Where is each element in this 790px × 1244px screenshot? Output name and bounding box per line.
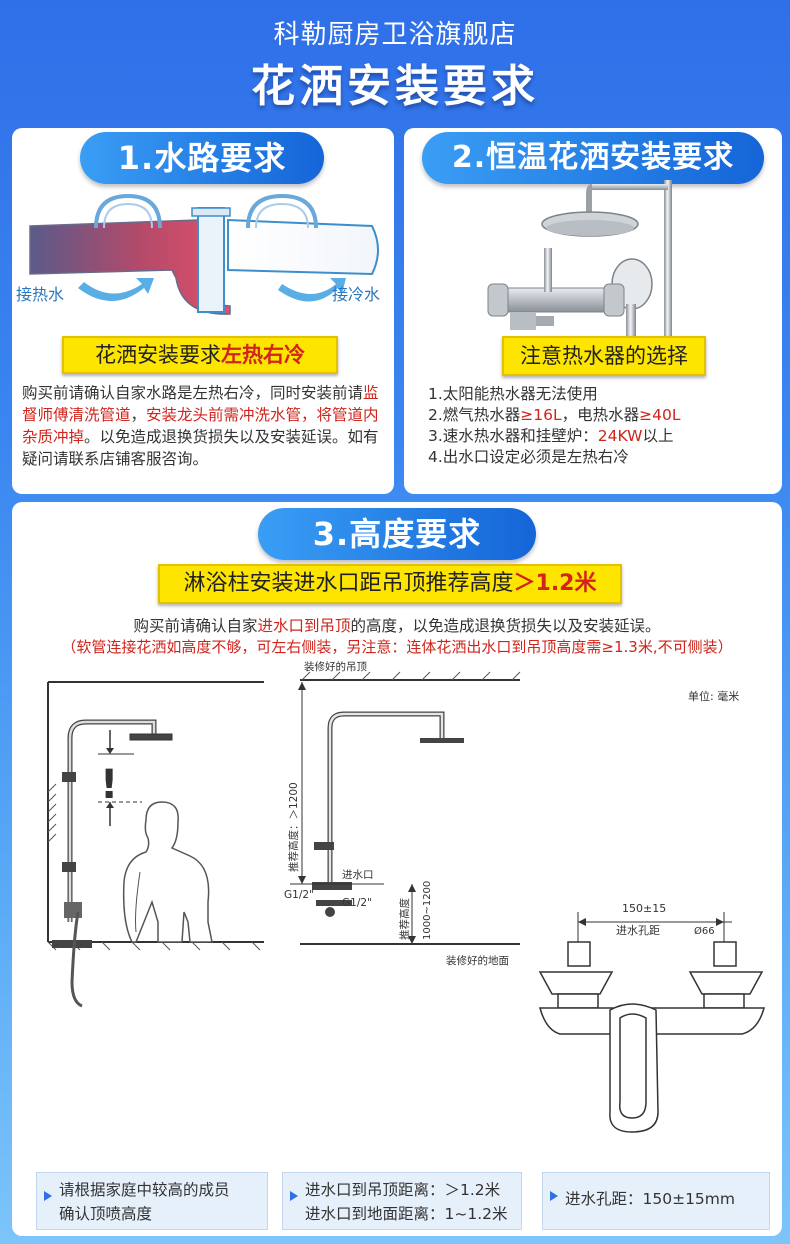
section2-highlight: 注意热水器的选择	[502, 336, 706, 376]
page-title: 花洒安装要求	[251, 61, 539, 112]
section2-title: 2.恒温花洒安装要求	[422, 132, 764, 184]
unit-label: 单位: 毫米	[688, 689, 739, 703]
item-text: 2.燃气热水器	[428, 406, 521, 424]
desc-red: 监督师傅清洗管道	[22, 384, 379, 424]
section1-highlight-red: 左热右冷	[221, 343, 305, 367]
distance-value: 150±15	[622, 902, 666, 915]
cold-arc	[246, 193, 318, 229]
floor-label: 装修好的地面	[446, 954, 509, 967]
list-item: 4.出水口设定必须是左热右冷	[428, 448, 629, 466]
section1-title: 1.水路要求	[80, 132, 324, 184]
person-silhouette	[122, 801, 213, 943]
item-text: 以上	[642, 427, 674, 445]
desc-text: 购买前请确认自家	[133, 617, 258, 635]
list-item: 1.太阳能热水器无法使用	[428, 385, 598, 403]
store-name: 科勒厨房卫浴旗舰店	[273, 20, 517, 50]
g-right-label: G1/2"	[342, 897, 372, 909]
heater-requirements-list: 1.太阳能热水器无法使用 2.燃气热水器≥16L，电热水器≥40L 3.速水热水…	[428, 384, 768, 468]
note-text: 请根据家庭中较高的成员	[59, 1181, 230, 1199]
mixer-body	[538, 941, 765, 1133]
list-item: 2.燃气热水器≥16L，电热水器≥40L	[428, 405, 768, 426]
section3-description: 购买前请确认自家进水口到吊顶的高度，以免造成退换货损失以及安装延误。	[12, 614, 782, 636]
note-arrow-icon	[550, 1191, 558, 1201]
note-text: 进水孔距：150±15mm	[565, 1190, 735, 1208]
installation-diagram: ! 装修好的吊顶 装修好的地面 推荐高度：＞1200	[47, 660, 765, 1133]
desc-text: 购买前请确认自家水路是左热右冷，同时安装前请	[22, 384, 364, 402]
water-route-card: 1.水路要求 接热水 接冷水	[12, 128, 394, 494]
list-item: 3.速水热水器和挂壁炉：24KW以上	[428, 426, 768, 447]
hot-arc	[94, 193, 162, 229]
thermostatic-card: 2.恒温花洒安装要求 注	[404, 128, 782, 494]
distance-label: 进水孔距	[616, 924, 660, 937]
note-inlet-distance: 进水口到吊顶距离：＞1.2米 进水口到地面距离：1~1.2米	[282, 1172, 522, 1230]
diameter-label: Ø66	[694, 925, 715, 937]
cold-water-label: 接冷水	[332, 285, 380, 304]
hot-flow-arrow-icon	[78, 278, 154, 301]
item-red: ≥40L	[639, 406, 681, 424]
note-text: 进水口到地面距离：1~1.2米	[305, 1205, 508, 1223]
pipe-fitting	[197, 207, 225, 313]
shower-product-image	[487, 180, 672, 338]
exclamation-icon: !	[100, 762, 118, 808]
section3-highlight: 淋浴柱安装进水口距吊顶推荐高度＞1.2米	[158, 564, 622, 604]
section3-warning: （软管连接花洒如高度不够，可左右侧装，另注意：连体花洒出水口到吊顶高度需≥1.3…	[61, 638, 733, 656]
g-left-label: G1/2"	[284, 889, 314, 901]
recommended-height-bottom-label: 推荐高度	[398, 898, 411, 940]
note-hole-distance: 进水孔距：150±15mm	[542, 1172, 770, 1230]
pipe-diagram: 接热水 接冷水	[16, 193, 380, 315]
note-text: 确认顶喷高度	[59, 1205, 153, 1223]
note-family-height: 请根据家庭中较高的成员 确认顶喷高度	[36, 1172, 268, 1230]
section1-highlight-text: 花洒安装要求	[95, 343, 221, 367]
thermostatic-valve	[495, 287, 615, 313]
page-header: 科勒厨房卫浴旗舰店 花洒安装要求	[0, 0, 790, 120]
desc-text: 。以免造成退换货损失以及安装延误。如有疑问请联系店铺客服咨询。	[22, 428, 379, 468]
note-arrow-icon	[44, 1191, 52, 1201]
recommended-height-bottom-value: 1000~1200	[422, 881, 433, 940]
height-card: 3.高度要求 淋浴柱安装进水口距吊顶推荐高度＞1.2米 购买前请确认自家进水口到…	[12, 502, 782, 1236]
desc-red: 安装龙头前需冲洗水管，将管道内杂质冲掉	[22, 406, 379, 446]
item-text: 3.速水热水器和挂壁炉：	[428, 427, 598, 445]
section3-highlight-red: ＞1.2米	[513, 571, 597, 596]
cold-pipe	[227, 218, 379, 276]
section3-highlight-text: 淋浴柱安装进水口距吊顶推荐高度	[183, 571, 514, 596]
cold-flow-arrow-icon	[278, 278, 346, 302]
desc-text: 的高度，以免造成退换货损失以及安装延误。	[350, 617, 661, 635]
item-red: ≥16L	[520, 406, 562, 424]
inlet-label: 进水口	[342, 869, 374, 881]
wall-hatch	[47, 783, 261, 951]
hot-water-label: 接热水	[16, 285, 64, 304]
item-text: ，电热水器	[561, 406, 640, 424]
note-text: 进水口到吊顶距离：＞1.2米	[305, 1181, 501, 1199]
section3-title: 3.高度要求	[258, 508, 536, 560]
recommended-height-top: 推荐高度：＞1200	[287, 782, 300, 872]
note-arrow-icon	[290, 1191, 298, 1201]
item-red: 24KW	[597, 427, 643, 445]
section1-description: 购买前请确认自家水路是左热右冷，同时安装前请监督师傅清洗管道，安装龙头前需冲洗水…	[22, 382, 388, 470]
ceiling-label: 装修好的吊顶	[304, 660, 367, 673]
desc-red: 进水口到吊顶	[257, 617, 351, 635]
section1-highlight: 花洒安装要求左热右冷	[62, 336, 338, 374]
desc-text: ，	[130, 406, 147, 424]
